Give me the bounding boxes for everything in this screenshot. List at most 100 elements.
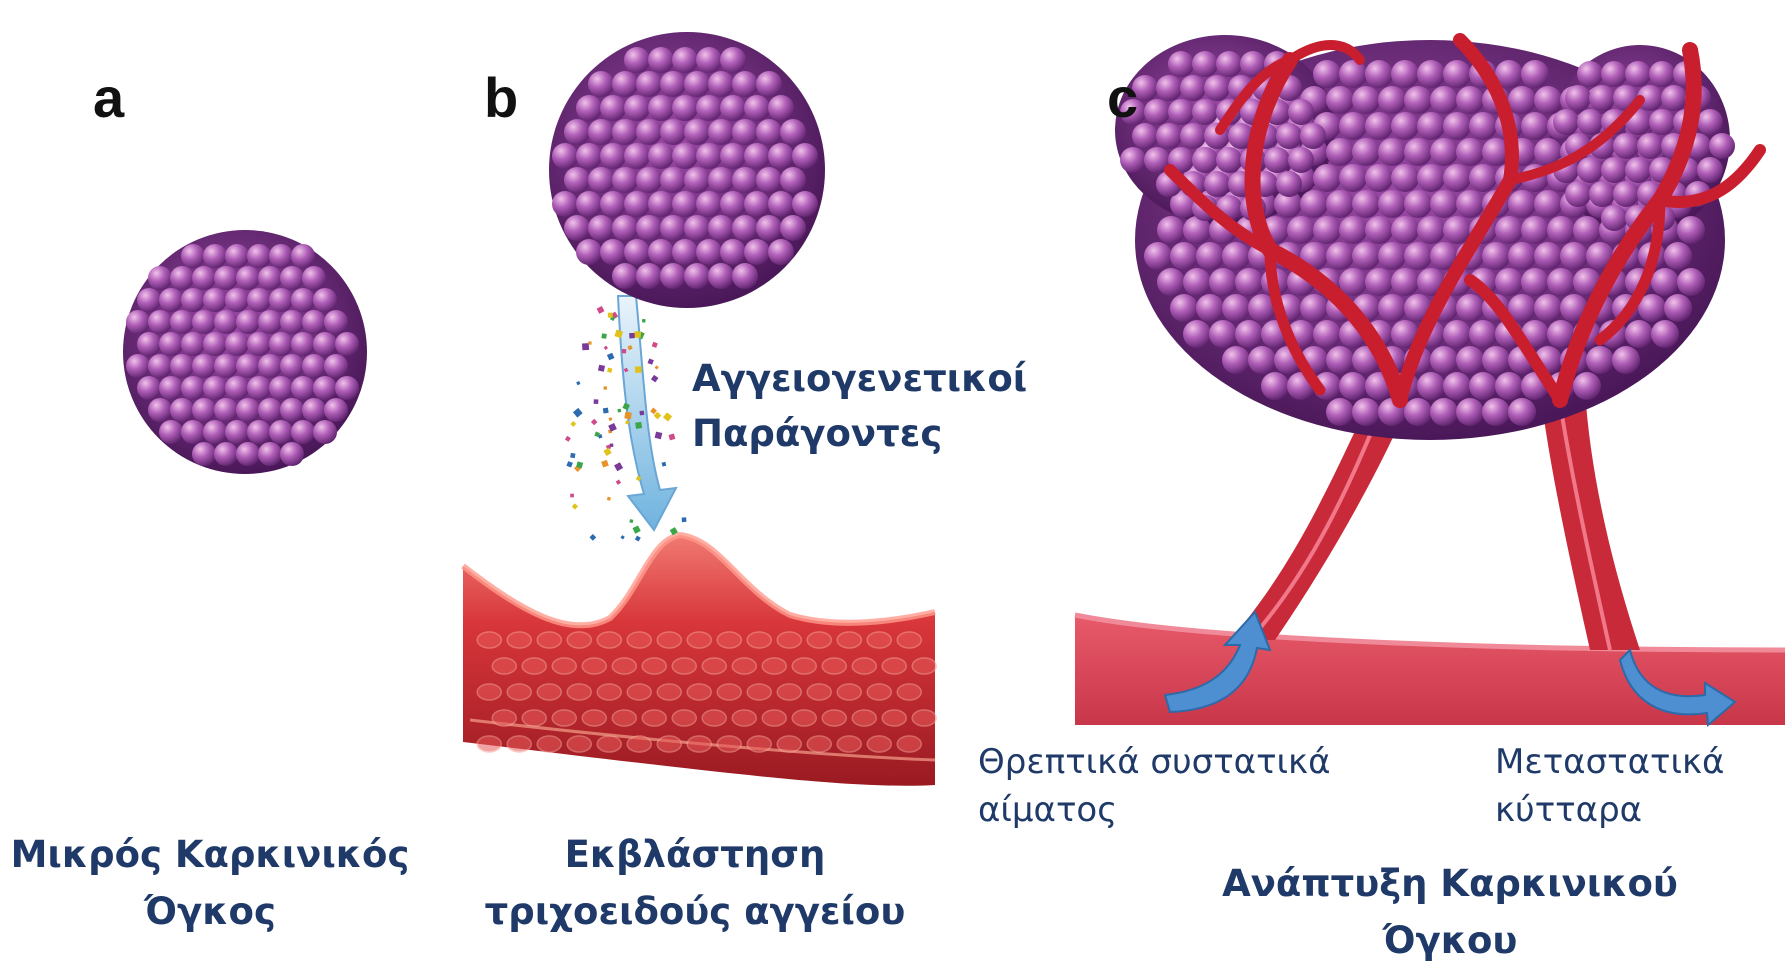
endothelial-cell [627,684,651,700]
factor-particle [603,408,609,414]
tumor-cell [1697,109,1723,135]
tumor-cell [1664,242,1692,270]
tumor-cell [720,47,746,73]
endothelial-cell [597,632,621,648]
tumor-cell [660,263,686,289]
endothelial-cell [582,710,606,726]
tumor-cell [720,191,746,217]
tumor-cell [1443,60,1471,88]
tumor-cell [1365,268,1393,296]
tumor-cell [1697,157,1723,183]
tumor-cell [214,310,238,334]
tumor-cell [203,288,227,312]
factor-particle [651,375,659,383]
tumor-cell [225,420,249,444]
tumor-cell [236,310,260,334]
tumor-cell [126,310,150,334]
tumor-cell [1577,109,1603,135]
tumor-cell [1553,109,1579,135]
tumor-cell [708,71,734,97]
tumor-cell [1339,164,1367,192]
tumor-cell [1156,123,1182,149]
tumor-cell [720,143,746,169]
tumor-cell [148,266,172,290]
angiogenic-factors-line-2: Παράγοντες [692,407,1027,462]
tumor-cell [780,119,806,145]
endothelial-cell [897,632,921,648]
tumor-cell [225,244,249,268]
endothelial-cell [687,632,711,648]
factor-particle [635,536,641,542]
factor-particle [629,519,633,523]
tumor-cell [1204,75,1230,101]
tumor-cell [1661,85,1687,111]
tumor-cell [1378,242,1406,270]
tumor-cell [1521,60,1549,88]
tumor-cell [1430,398,1458,426]
endothelial-cell [552,710,576,726]
tumor-cell [1482,242,1510,270]
caption-tumor-growth-line-1: Ανάπτυξη Καρκινικού [1200,855,1700,912]
tumor-cell [1430,86,1458,114]
factor-particle [570,421,576,427]
tumor-cell [684,119,710,145]
tumor-cell [756,71,782,97]
tumor-cell [313,420,337,444]
factor-particle [652,342,658,348]
tumor-cell [672,239,698,265]
tumor-cell [1365,60,1393,88]
endothelial-cell [837,632,861,648]
tumor-cell [280,398,304,422]
tumor-cell [1601,61,1627,87]
tumor-cell [1547,216,1575,244]
factor-particle [655,365,659,369]
tumor-cell [1216,51,1242,77]
tumor-cell [588,167,614,193]
endothelial-cell [657,684,681,700]
endothelial-cell [867,736,891,752]
tumor-cell [137,332,161,356]
endothelial-cell [552,658,576,674]
tumor-cell [159,288,183,312]
tumor-cell [1547,268,1575,296]
tumor-cell [192,354,216,378]
endothelial-cell [657,736,681,752]
blood-nutrients-label: Θρεπτικά συστατικά αίματος [978,738,1331,835]
factor-particle [591,419,598,426]
tumor-cell [181,376,205,400]
tumor-cell [1222,346,1250,374]
tumor-cell [1404,138,1432,166]
tumor-cell [1404,190,1432,218]
endothelial-cell [612,710,636,726]
tumor-cell [203,420,227,444]
tumor-cell [780,215,806,241]
tumor-cell [1300,123,1326,149]
tumor-cell [1300,190,1328,218]
tumor-cell [170,354,194,378]
tumor-cell [1180,123,1206,149]
endothelial-cell [822,658,846,674]
factor-particle [642,319,646,323]
tumor-cell [1276,123,1302,149]
tumor-cell [648,95,674,121]
tumor-cell [1168,51,1194,77]
tumor-cell [181,332,205,356]
tumor-cell [192,442,216,466]
tumor-cell [1417,60,1445,88]
factor-particle [635,422,642,429]
tumor-cell [1560,242,1588,270]
tumor-cell [792,191,818,217]
factor-particle [601,460,609,468]
tumor-cell [1170,294,1198,322]
tumor-cell [756,215,782,241]
tumor-cell [744,143,770,169]
tumor-cell [648,239,674,265]
tumor-cell [1326,398,1354,426]
tumor-cell [696,95,722,121]
tumor-cell [768,95,794,121]
tumor-cell [1287,216,1315,244]
tumor-cell [1677,268,1705,296]
tumor-cell [269,376,293,400]
tumor-cell [291,244,315,268]
factor-particle [573,408,583,418]
